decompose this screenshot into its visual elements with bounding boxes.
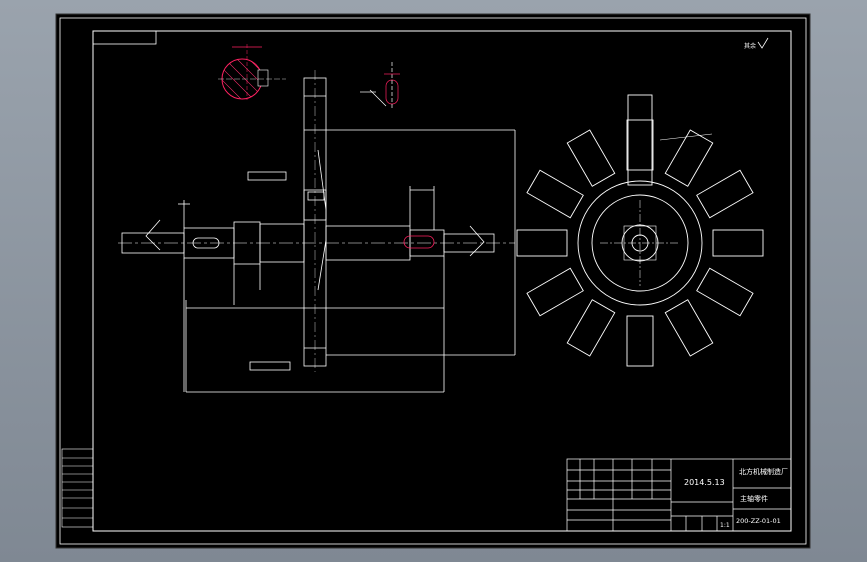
main-shaft-view — [118, 77, 516, 393]
impeller-end-view — [516, 94, 764, 367]
outer-frame — [59, 17, 807, 545]
title-company: 北方机械制造厂 — [739, 467, 788, 476]
revision-list — [61, 448, 94, 528]
inner-frame — [92, 30, 792, 532]
title-block — [566, 458, 792, 532]
drawing-background — [55, 13, 811, 549]
title-part-name: 主轴零件 — [740, 494, 768, 503]
title-drawing-code: 200-ZZ-01-01 — [736, 517, 781, 525]
roughness-note: 其余 — [744, 37, 769, 50]
corner-code-box — [92, 30, 157, 45]
svg-text:其余: 其余 — [744, 42, 756, 50]
title-scale: 1:1 — [720, 522, 730, 529]
detail-view-b — [360, 62, 400, 110]
title-date: 2014.5.13 — [684, 478, 725, 487]
